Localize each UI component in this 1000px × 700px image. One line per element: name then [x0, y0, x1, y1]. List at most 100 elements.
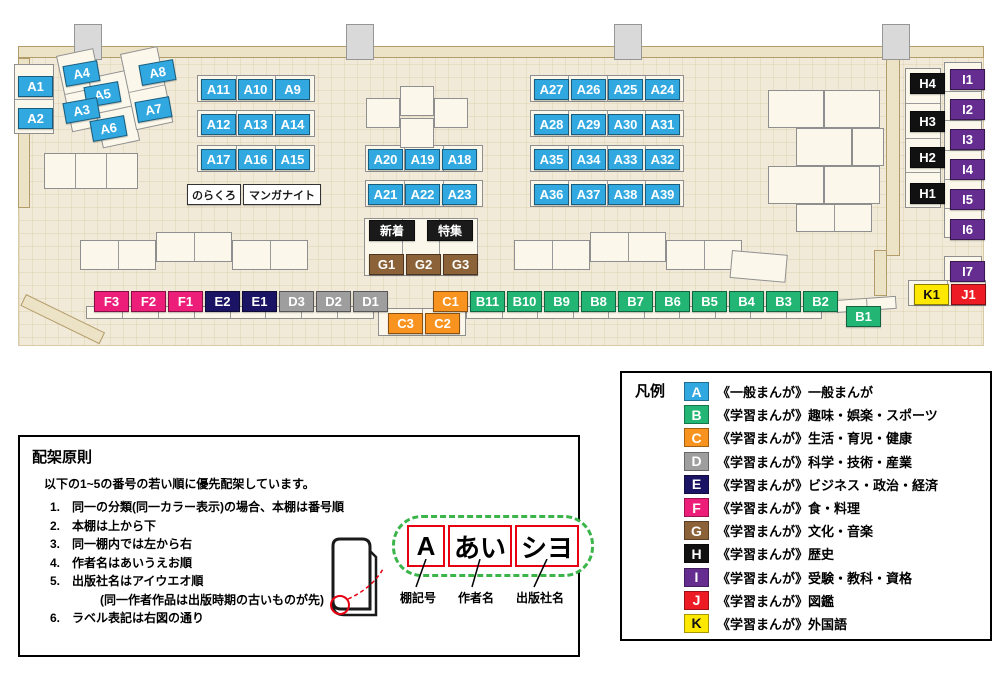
shelf-tag-A14: A14	[275, 114, 310, 135]
shelf-tag-I3: I3	[950, 129, 985, 150]
principle-rule: 1.同一の分類(同一カラー表示)の場合、本棚は番号順	[50, 500, 344, 514]
label-position-circle	[330, 595, 350, 615]
principle-rule: 5.出版社名はアイウエオ順	[50, 574, 204, 588]
shelf-block	[156, 232, 232, 262]
shelf-tag-D1: D1	[353, 291, 388, 312]
shelf-block	[729, 250, 788, 283]
label-annotation-0: 棚記号	[400, 591, 437, 605]
shelf-block	[80, 240, 156, 270]
shelf-tag-A28: A28	[534, 114, 569, 135]
shelf-tag-E1: E1	[242, 291, 277, 312]
principle-rule: (同一作者作品は出版時期の古いものが先)	[100, 592, 324, 607]
legend-swatch-J: J	[684, 590, 709, 610]
legend-swatch-K: K	[684, 613, 709, 633]
principles-box: 配架原則 以下の1~5の番号の若い順に優先配架しています。 1.同一の分類(同一…	[18, 435, 594, 657]
principles-title: 配架原則	[32, 449, 93, 466]
legend-item-F: F 《学習まんが》食・料理	[684, 496, 938, 519]
shelf-tag-A34: A34	[571, 149, 606, 170]
shelf-tag-A16: A16	[238, 149, 273, 170]
shelf-tag-A23: A23	[442, 184, 477, 205]
shelf-tag-A25: A25	[608, 79, 643, 100]
legend-swatch-I: I	[684, 567, 709, 587]
shelf-tag-I5: I5	[950, 189, 985, 210]
legend-label: 《学習まんが》受験・教科・資格	[717, 570, 913, 586]
legend-item-K: K《学習まんが》外国語	[684, 612, 938, 635]
shelf-tag-H1: H1	[910, 183, 945, 204]
shelf-tag-I2: I2	[950, 99, 985, 120]
shelf-tag-A24: A24	[645, 79, 680, 100]
shelf-tag-I6: I6	[950, 219, 985, 240]
wall-hatch	[886, 58, 900, 256]
shelf-tag-新着: 新着	[369, 220, 415, 241]
shelf-tag-A21: A21	[368, 184, 403, 205]
shelf-tag-I1: I1	[950, 69, 985, 90]
legend-label: 《学習まんが》科学・技術・産業	[717, 454, 913, 470]
shelf-block	[232, 240, 308, 270]
shelf-tag-B11: B11	[470, 291, 505, 312]
shelf-tag-A30: A30	[608, 114, 643, 135]
shelf-block	[796, 128, 852, 166]
shelf-tag-A22: A22	[405, 184, 440, 205]
legend-swatch-H: H	[684, 544, 709, 564]
legend-label: 《学習まんが》趣味・娯楽・スポーツ	[717, 408, 938, 424]
legend-label: 《学習まんが》生活・育児・健康	[717, 431, 913, 447]
shelf-block	[768, 166, 824, 204]
shelf-tag-D2: D2	[316, 291, 351, 312]
legend-label: 《学習まんが》文化・音楽	[717, 524, 874, 540]
shelf-tag-A31: A31	[645, 114, 680, 135]
legend-item-D: D《学習まんが》科学・技術・産業	[684, 450, 938, 473]
shelf-tag-A15: A15	[275, 149, 310, 170]
legend-label: 《学習まんが》ビジネス・政治・経済	[717, 477, 939, 493]
shelf-tag-B4: B4	[729, 291, 764, 312]
legend-item-E: E 《学習まんが》ビジネス・政治・経済	[684, 473, 938, 496]
shelf-tag-H2: H2	[910, 147, 945, 168]
annotation-connector-lines	[415, 559, 548, 588]
shelf-tag-B6: B6	[655, 291, 690, 312]
label-annotation-1: 作者名	[458, 591, 495, 605]
shelf-tag-B8: B8	[581, 291, 616, 312]
shelf-tag-K1: K1	[914, 284, 949, 305]
shelf-block	[400, 118, 434, 148]
shelf-block	[824, 166, 880, 204]
label-annotations: 棚記号作者名出版社名	[392, 589, 602, 609]
legend-label: 《学習まんが》図鑑	[717, 593, 835, 609]
shelf-tag-A39: A39	[645, 184, 680, 205]
shelf-block	[434, 98, 468, 128]
legend-item-C: C《学習まんが》生活・育児・健康	[684, 426, 938, 449]
legend-swatch-A: A	[684, 382, 709, 402]
legend-item-A: A《一般まんが》一般まんが	[684, 380, 938, 403]
shelf-tag-B10: B10	[507, 291, 542, 312]
principle-rule: 3.同一棚内では左から右	[50, 537, 193, 551]
shelf-tag-A17: A17	[201, 149, 236, 170]
shelf-tag-G2: G2	[406, 254, 441, 275]
legend-swatch-F: F	[684, 498, 709, 518]
shelf-tag-F2: F2	[131, 291, 166, 312]
legend-item-B: B《学習まんが》趣味・娯楽・スポーツ	[684, 403, 938, 426]
shelf-tag-A11: A11	[201, 79, 236, 100]
spine-label-example: A あい シヨ	[392, 515, 594, 577]
legend-swatch-E: E	[684, 474, 709, 494]
shelf-tag-C1: C1	[433, 291, 468, 312]
shelf-block	[44, 153, 138, 189]
legend-label: 《学習まんが》食・料理	[717, 501, 861, 517]
shelf-tag-D3: D3	[279, 291, 314, 312]
shelf-tag-B9: B9	[544, 291, 579, 312]
shelf-tag-A13: A13	[238, 114, 273, 135]
label-author-name: あい	[448, 525, 512, 567]
shelf-tag-A29: A29	[571, 114, 606, 135]
shelf-tag-A20: A20	[368, 149, 403, 170]
pillar	[614, 24, 642, 60]
legend-item-G: G《学習まんが》文化・音楽	[684, 519, 938, 542]
shelf-block	[796, 204, 872, 232]
shelf-tag-A18: A18	[442, 149, 477, 170]
shelf-tag-E2: E2	[205, 291, 240, 312]
shelf-block	[514, 240, 590, 270]
legend-item-J: J 《学習まんが》図鑑	[684, 589, 938, 612]
shelf-tag-のらくろ: のらくろ	[187, 184, 241, 205]
shelf-tag-H4: H4	[910, 73, 945, 94]
shelf-tag-A33: A33	[608, 149, 643, 170]
shelf-tag-A9: A9	[275, 79, 310, 100]
shelf-block	[768, 90, 824, 128]
